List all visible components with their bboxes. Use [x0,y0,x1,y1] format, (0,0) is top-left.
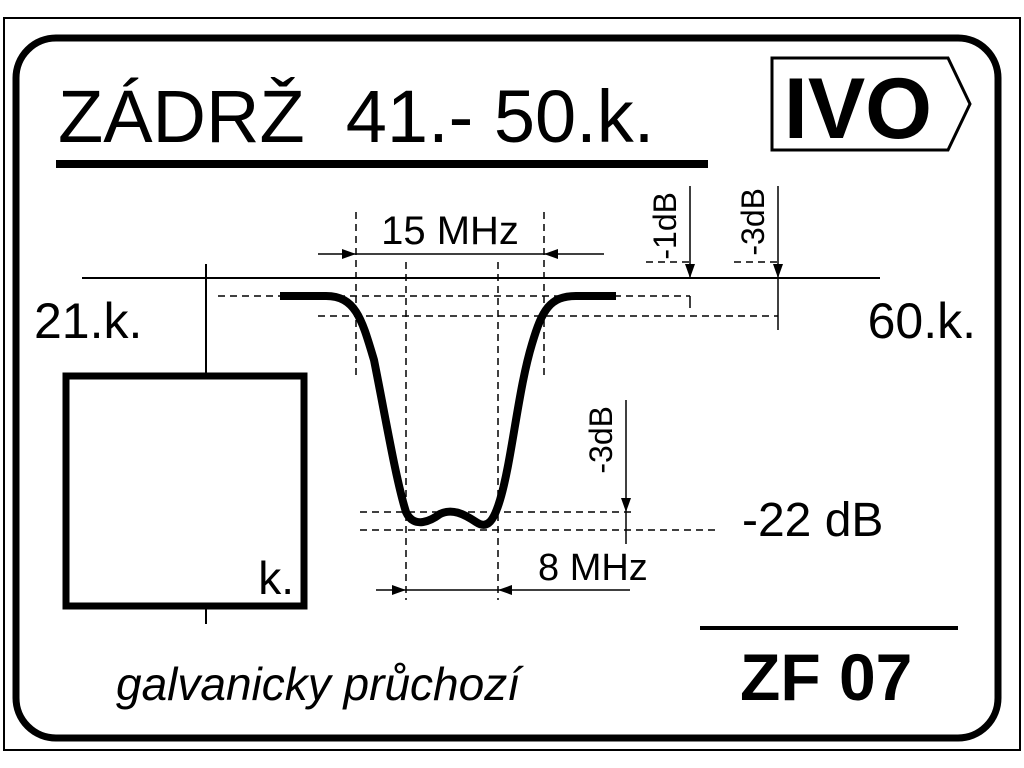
outer-frame [3,17,1021,751]
channel-low-label: 21.k. [34,293,142,349]
bandwidth-notch-dimension: 8 MHz [376,547,648,595]
bandwidth-3db-dimension: 15 MHz [318,209,604,259]
marker-3db-notch: -3dB [583,400,631,544]
bandwidth-notch-label: 8 MHz [538,547,648,589]
marker-1db: -1dB [647,186,695,308]
marker-1db-label: -1dB [647,192,683,260]
notch-response-curve [280,292,616,529]
title: ZÁDRŽ 41.- 50.k. [58,75,654,158]
marker-3db-top-label: -3dB [735,188,771,256]
model-code: ZF 07 [740,640,912,714]
channel-high-label: 60.k. [868,293,976,349]
marker-3db-top: -3dB [735,186,783,330]
marker-3db-notch-label: -3dB [583,406,619,474]
brand-logo: IVO [770,56,972,157]
inner-border [12,34,1002,742]
filter-box [62,372,308,610]
box-label: k. [258,552,294,604]
bandwidth-3db-label: 15 MHz [381,209,519,253]
brand-text: IVO [784,61,932,157]
footer-note: galvanicky průchozí [116,658,524,710]
attenuation-label: -22 dB [742,494,883,547]
